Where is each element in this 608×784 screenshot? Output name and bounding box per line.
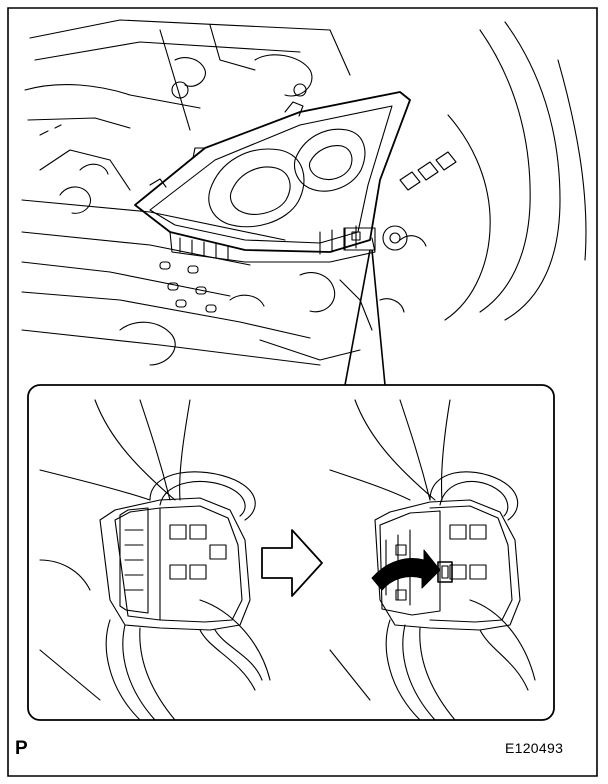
curved-action-arrow [372, 550, 440, 590]
detail-connector-locked [40, 400, 270, 720]
headlamp-outline [135, 92, 410, 252]
figure-code: E120493 [505, 740, 564, 756]
callout-pointer [345, 250, 385, 385]
main-vehicle-view [22, 20, 586, 365]
detail-connector-released [330, 400, 535, 720]
page-marker-letter: P [15, 738, 28, 759]
figure-frame [8, 8, 597, 776]
hollow-right-arrow [262, 530, 322, 596]
